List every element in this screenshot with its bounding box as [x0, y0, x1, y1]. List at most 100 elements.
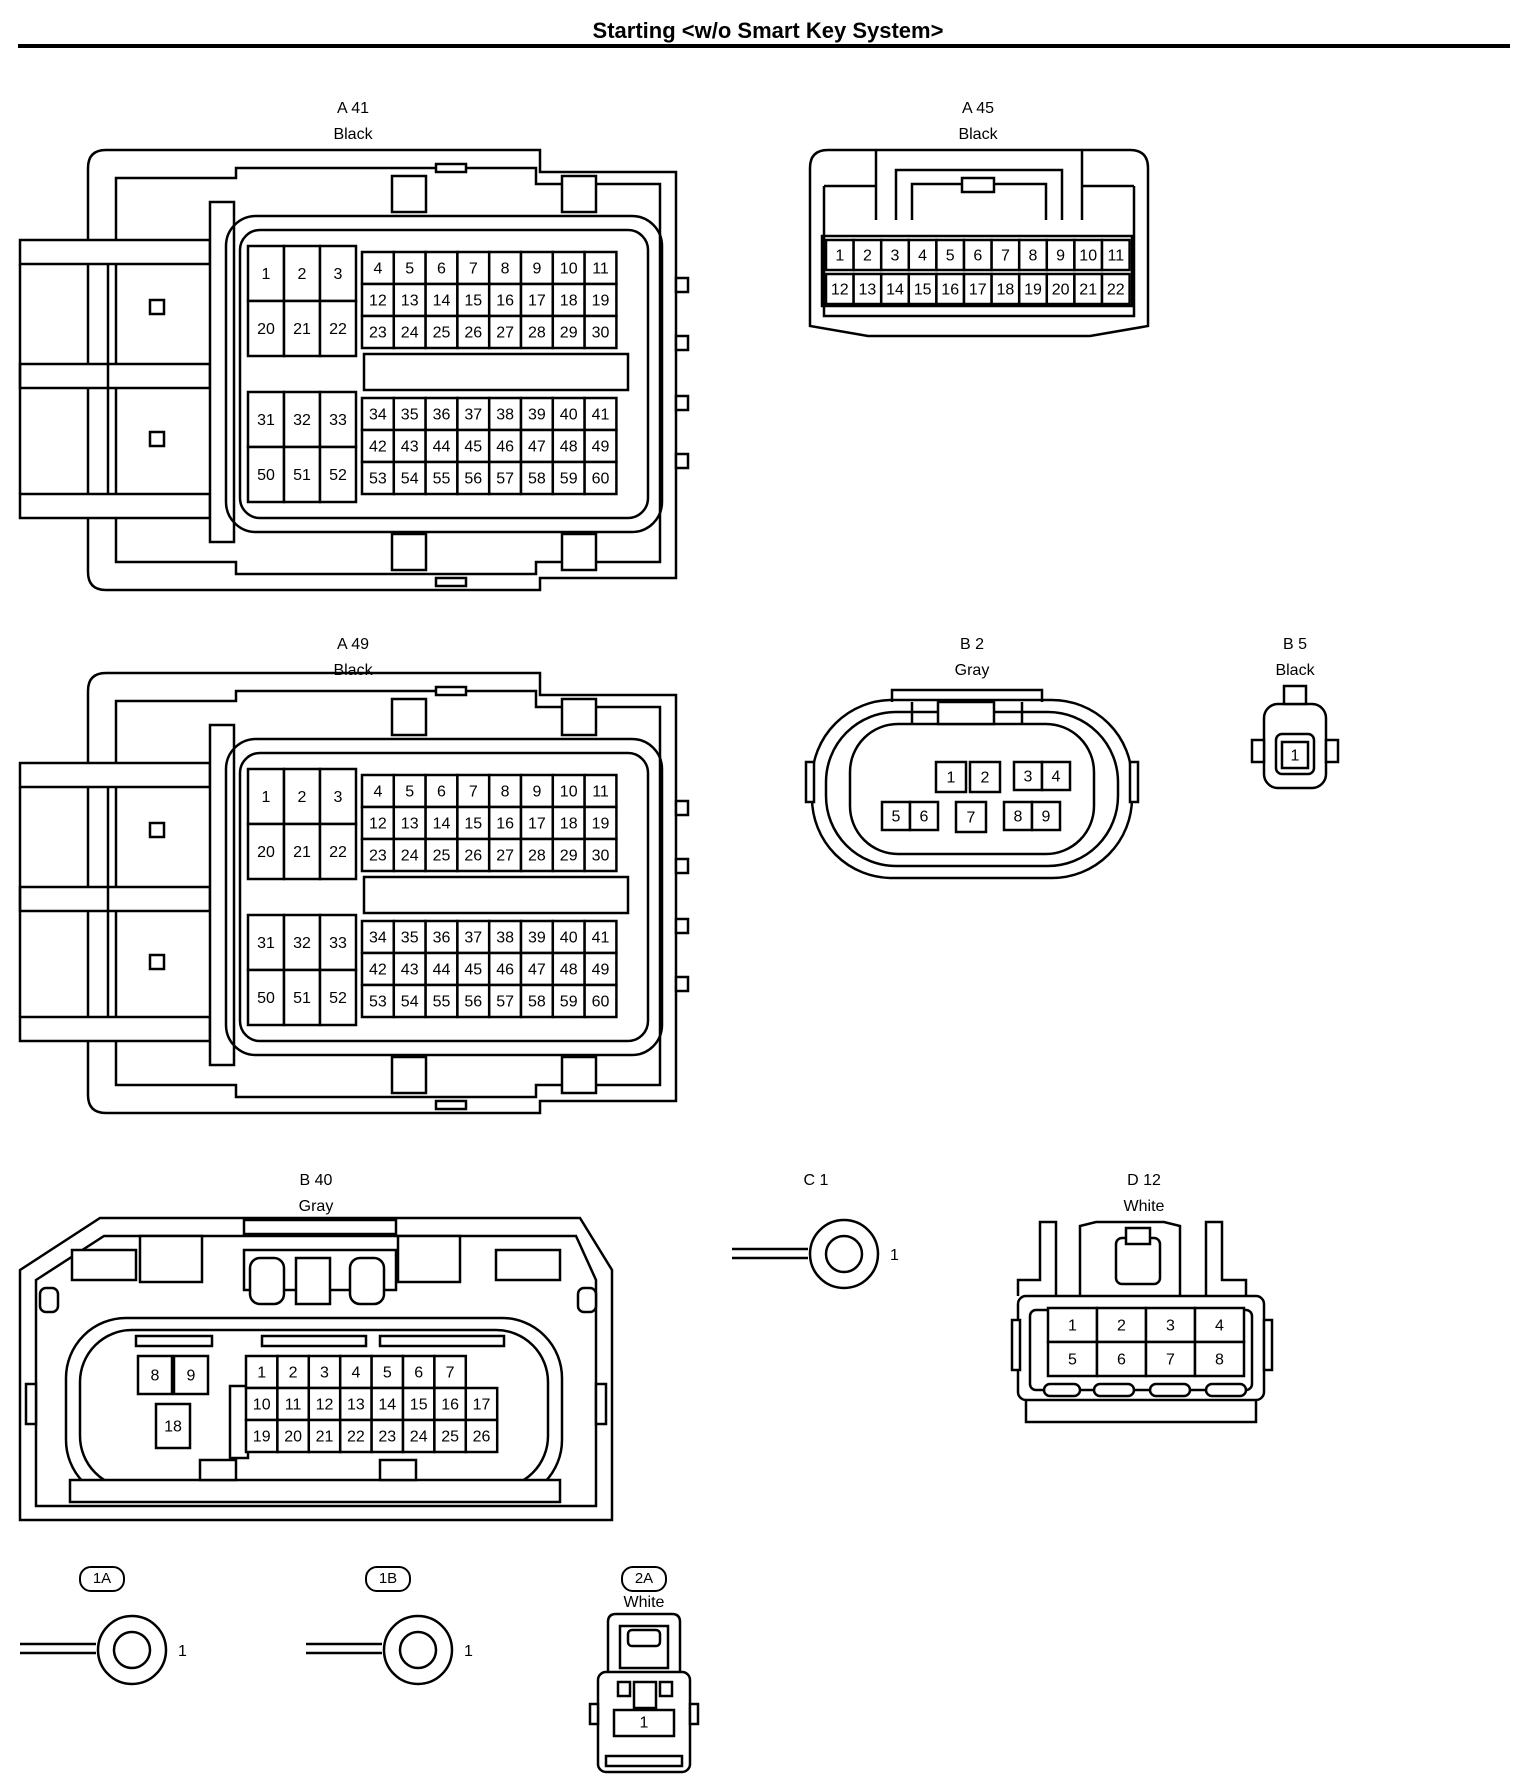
b5-pin-label: 1 [1291, 748, 1300, 765]
a41-pin-label: 48 [560, 439, 578, 456]
a49-pin-60 [583, 983, 618, 1019]
a49-pin-label: 45 [464, 962, 482, 979]
a41-pin-label: 47 [528, 439, 546, 456]
b2-code-label: B 2 [959, 636, 984, 653]
b40-pin-label: 20 [284, 1429, 302, 1446]
b2-pin-1 [934, 760, 968, 794]
b40-pin-label: 26 [473, 1429, 491, 1446]
d12-pin-7 [1144, 1340, 1197, 1378]
b40-pin-label: 14 [378, 1397, 396, 1414]
a49-pin-label: 21 [293, 844, 311, 861]
b40-pin-label: 23 [378, 1429, 396, 1446]
a41-pin-label: 17 [528, 293, 546, 310]
a41-pin-30 [583, 314, 618, 350]
b40-pin-25 [433, 1418, 468, 1454]
a49-pin-label: 33 [329, 935, 347, 952]
a49-pin-label: 19 [592, 816, 610, 833]
a41-pin-33 [318, 390, 358, 449]
b2-pin-4 [1040, 760, 1072, 792]
a45-pin-label: 8 [1029, 248, 1038, 265]
a49-pin-label: 30 [592, 848, 610, 865]
a41-pin-27 [487, 314, 523, 350]
b40-pin-label: 22 [347, 1429, 365, 1446]
a49-pin-17 [519, 805, 555, 841]
b40-pin-label: 18 [164, 1419, 182, 1436]
a41-pin-label: 51 [293, 467, 311, 484]
a49-pin-22 [318, 822, 358, 881]
a45-pin-label: 10 [1079, 248, 1097, 265]
a41-pin-23 [360, 314, 396, 350]
a41-pin-label: 10 [560, 261, 578, 278]
b5-color-label: Black [1275, 662, 1315, 679]
a49-pin-label: 13 [401, 816, 419, 833]
a49-pin-54 [392, 983, 427, 1019]
b40-pin-label: 12 [316, 1397, 334, 1414]
a41-pin-label: 11 [592, 261, 609, 278]
d12-pin-4 [1193, 1306, 1246, 1344]
a41-pin-label: 38 [496, 407, 514, 424]
2a-color-label: White [623, 1594, 665, 1611]
a41-pin-label: 25 [433, 325, 451, 342]
a49-pin-label: 5 [405, 784, 414, 801]
a41-pin-label: 34 [369, 407, 387, 424]
a49-pin-label: 48 [560, 962, 578, 979]
a49-pin-label: 52 [329, 990, 347, 1007]
a49-pin-19 [583, 805, 618, 841]
b2-pin-label: 6 [920, 809, 929, 826]
d12-pin-6 [1095, 1340, 1148, 1378]
a41-pin-59 [551, 460, 586, 496]
2a-pin-number: 1 [640, 1715, 649, 1732]
b40-pin-label: 7 [446, 1365, 455, 1382]
b2-pin-2 [968, 760, 1002, 794]
a49-pin-53 [360, 983, 396, 1019]
b2-pin-6 [908, 800, 940, 832]
a45-pin-21 [1073, 272, 1104, 306]
d12-pin-label: 8 [1215, 1352, 1224, 1369]
b2-pin-label: 3 [1024, 769, 1033, 786]
b40-pin-label: 25 [441, 1429, 459, 1446]
a41-pin-label: 41 [592, 407, 610, 424]
a49-pin-25 [424, 837, 459, 873]
a49-pin-label: 60 [592, 994, 610, 1011]
a41-pin-60 [583, 460, 618, 496]
d12-pin-1 [1046, 1306, 1099, 1344]
a49-pin-51 [282, 968, 322, 1027]
a41-pin-label: 5 [405, 261, 414, 278]
a41-pin-label: 3 [334, 266, 343, 283]
a45-pin-label: 7 [1001, 248, 1010, 265]
a45-pin-label: 15 [914, 282, 932, 299]
ground-1b-badge: 1B [365, 1566, 411, 1592]
a49-pin-21 [282, 822, 322, 881]
b40-pin-24 [401, 1418, 436, 1454]
page-title: Starting <w/o Smart Key System> [592, 18, 944, 43]
a49-pin-label: 22 [329, 844, 347, 861]
a41-pin-label: 59 [560, 471, 578, 488]
a41-pin-label: 58 [528, 471, 546, 488]
a41-pin-48 [551, 428, 586, 464]
b2-pin-label: 5 [892, 809, 901, 826]
a41-pin-label: 12 [369, 293, 387, 310]
a41-pin-label: 26 [464, 325, 482, 342]
a49-pin-label: 54 [401, 994, 419, 1011]
b40-pin-label: 21 [316, 1429, 334, 1446]
a49-pin-27 [487, 837, 523, 873]
b40-pin-26 [464, 1418, 499, 1454]
a41-pin-17 [519, 282, 555, 318]
a45-pin-label: 9 [1056, 248, 1065, 265]
b40-pin-label: 6 [414, 1365, 423, 1382]
a41-pin-label: 53 [369, 471, 387, 488]
a49-pin-label: 20 [257, 844, 275, 861]
a41-pin-label: 7 [469, 261, 478, 278]
a49-pin-label: 8 [501, 784, 510, 801]
b40-pin-label: 3 [320, 1365, 329, 1382]
a41-pin-label: 52 [329, 467, 347, 484]
b40-pin-label: 11 [285, 1397, 302, 1414]
